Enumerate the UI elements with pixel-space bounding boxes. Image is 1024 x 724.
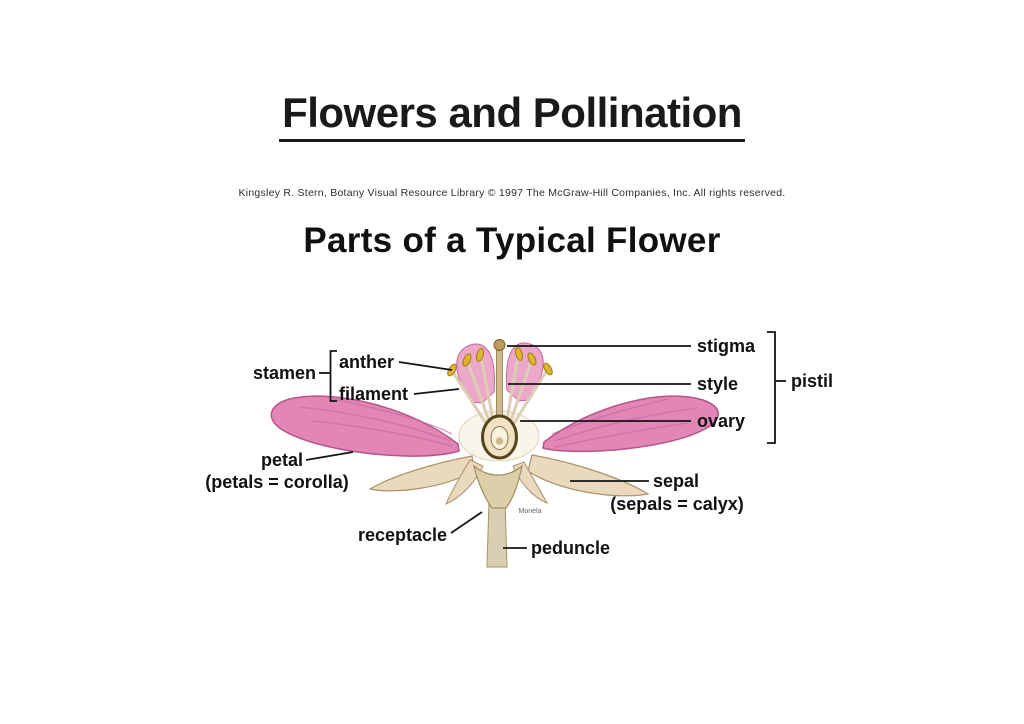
label-petal-note: (petals = corolla): [205, 472, 349, 492]
slide-title: Flowers and Pollination: [279, 89, 745, 143]
petal-line: [305, 451, 354, 461]
artist-signature: Monela: [519, 508, 542, 515]
copyright-credit-line: Kingsley R. Stern, Botany Visual Resourc…: [238, 187, 786, 199]
label-stamen: stamen: [253, 363, 316, 383]
stamen-group: [447, 347, 553, 430]
sepal-left-shape: [368, 455, 475, 492]
pistil-bracket: [767, 331, 776, 444]
slide-title-container: Flowers and Pollination: [0, 89, 1024, 143]
anther-line: [398, 361, 453, 371]
receptacle-shape: [473, 464, 523, 509]
peduncle-shape: [486, 499, 508, 568]
sepal-right-shape: [527, 454, 650, 497]
connector-lines: [305, 331, 786, 549]
petal-left-shape: [270, 395, 460, 457]
receptacle-line: [450, 511, 483, 534]
flower-illustration: [270, 339, 719, 568]
label-ovary: ovary: [697, 411, 745, 431]
label-style: style: [697, 374, 738, 394]
diagram-labels: stigma style ovary pistil stamen anther …: [205, 336, 833, 558]
label-stigma: stigma: [697, 336, 756, 356]
stigma-shape: [493, 339, 506, 351]
label-sepal-note: (sepals = calyx): [610, 494, 744, 514]
diagram-title: Parts of a Typical Flower: [303, 221, 721, 260]
label-filament: filament: [339, 384, 408, 404]
label-sepal: sepal: [653, 471, 699, 491]
label-peduncle: peduncle: [531, 538, 610, 558]
label-petal: petal: [261, 450, 303, 470]
stamen-bracket: [329, 350, 337, 402]
pistil-group: [481, 339, 518, 460]
label-anther: anther: [339, 352, 394, 372]
filament-line: [413, 388, 460, 395]
flower-diagram: stigma style ovary pistil stamen anther …: [205, 331, 833, 568]
label-receptacle: receptacle: [358, 525, 447, 545]
ovule-dot: [495, 437, 504, 445]
label-pistil: pistil: [791, 371, 833, 391]
style-shape: [496, 348, 503, 418]
petal-right-shape: [542, 395, 719, 453]
